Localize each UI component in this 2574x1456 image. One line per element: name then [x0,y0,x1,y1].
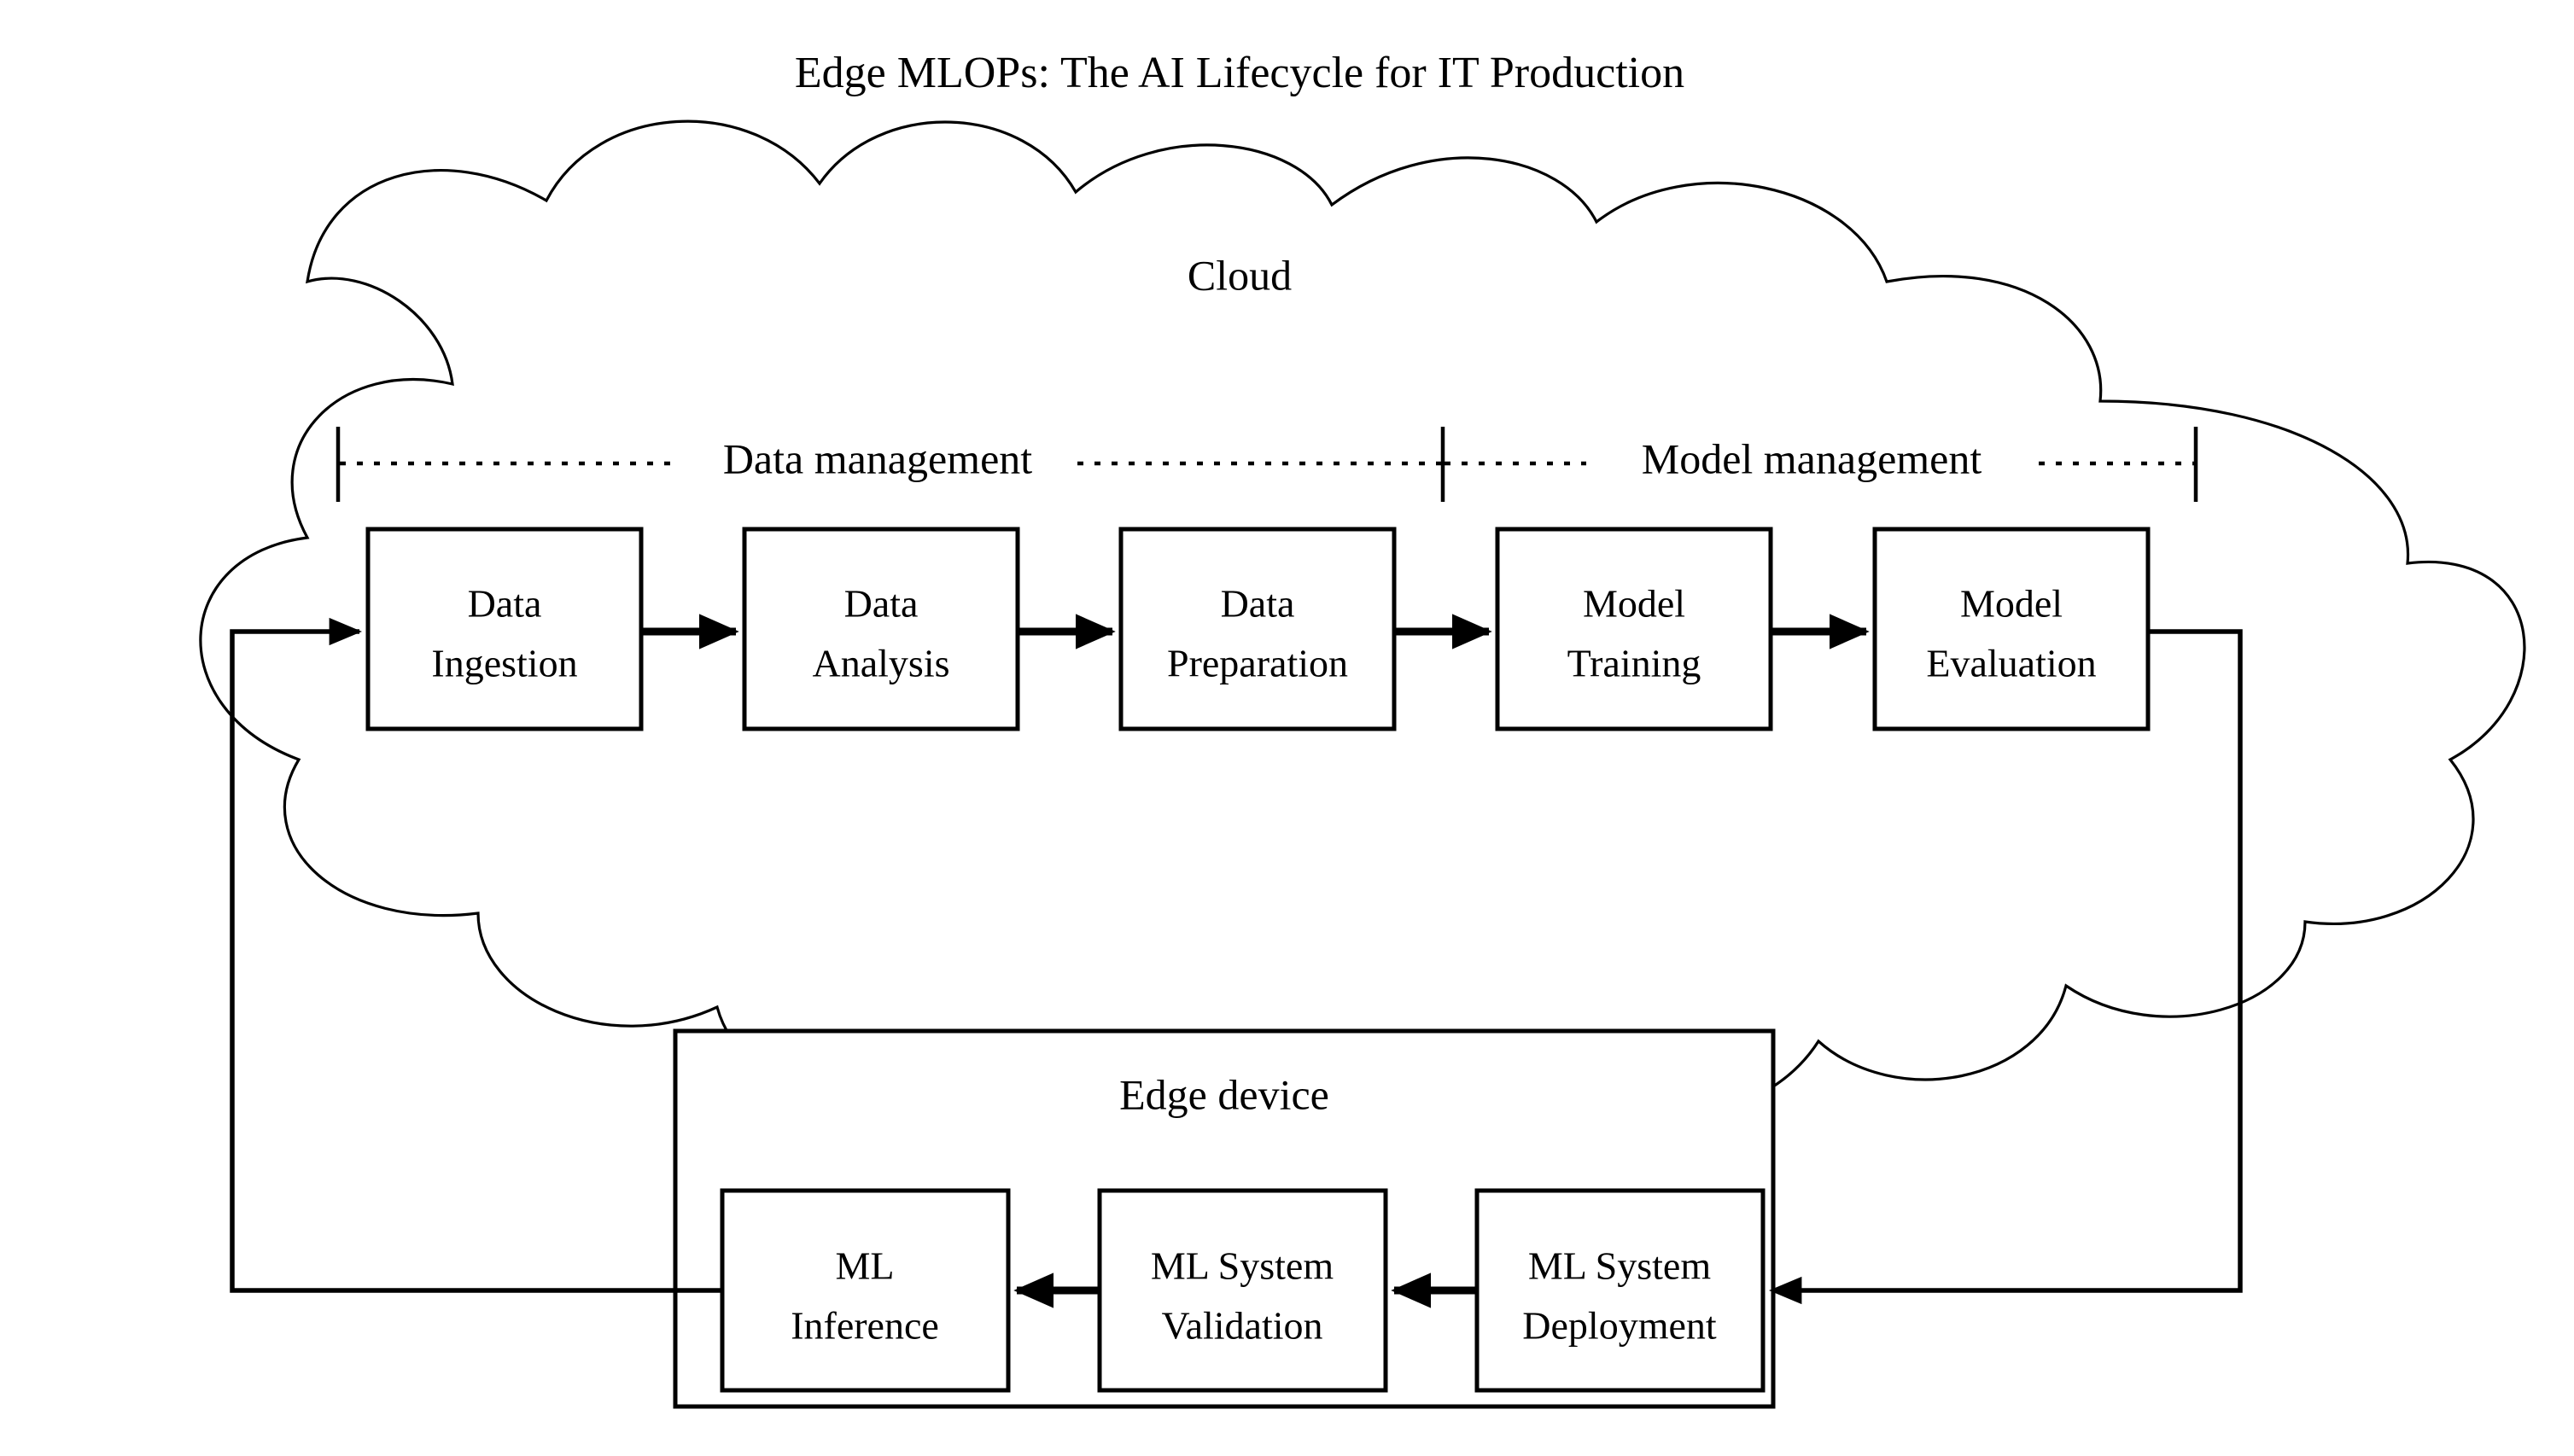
cloud-pipeline: Data Ingestion Data Analysis Data Prepar… [365,527,2151,731]
node-data-analysis-line1: Data [844,582,919,626]
node-data-preparation[interactable]: Data Preparation [1118,527,1397,731]
node-ml-system-deployment[interactable]: ML System Deployment [1474,1188,1766,1393]
node-model-evaluation-line1: Model [1960,582,2063,626]
node-ml-inference-line2: Inference [791,1304,939,1348]
page-title: Edge MLOPs: The AI Lifecycle for IT Prod… [795,49,1684,97]
node-data-ingestion[interactable]: Data Ingestion [365,527,644,731]
cloud-container: Cloud [199,119,2526,1136]
node-ml-system-validation[interactable]: ML System Validation [1097,1188,1388,1393]
edge-pipeline: ML Inference ML System Validation ML Sys… [720,1188,1766,1393]
node-data-preparation-line1: Data [1221,582,1295,626]
band-label-model-management: Model management [1642,434,1982,482]
node-ml-inference-line1: ML [836,1244,895,1288]
edge-device-label: Edge device [1119,1070,1329,1118]
cloud-label: Cloud [1188,251,1292,299]
node-ml-system-deployment-line1: ML System [1528,1244,1711,1288]
node-ml-system-deployment-line2: Deployment [1522,1304,1717,1348]
node-model-evaluation[interactable]: Model Evaluation [1872,527,2151,731]
loop-inference-to-ingestion [230,617,722,1293]
node-model-training[interactable]: Model Training [1495,527,1773,731]
node-ml-inference[interactable]: ML Inference [720,1188,1011,1393]
band-label-data-management: Data management [723,434,1032,482]
node-model-training-line2: Training [1567,642,1701,685]
management-bands: Data management Model management [336,427,2198,502]
node-data-analysis-line2: Analysis [813,642,950,685]
node-data-ingestion-line2: Ingestion [431,642,577,685]
node-ml-system-validation-line2: Validation [1161,1304,1322,1348]
loop-evaluation-to-deployment [1768,629,2243,1305]
node-data-preparation-line2: Preparation [1167,642,1348,685]
node-data-analysis[interactable]: Data Analysis [742,527,1020,731]
node-model-training-line1: Model [1583,582,1685,626]
node-ml-system-validation-line1: ML System [1151,1244,1334,1288]
node-data-ingestion-line1: Data [468,582,542,626]
node-model-evaluation-line2: Evaluation [1926,642,2096,685]
